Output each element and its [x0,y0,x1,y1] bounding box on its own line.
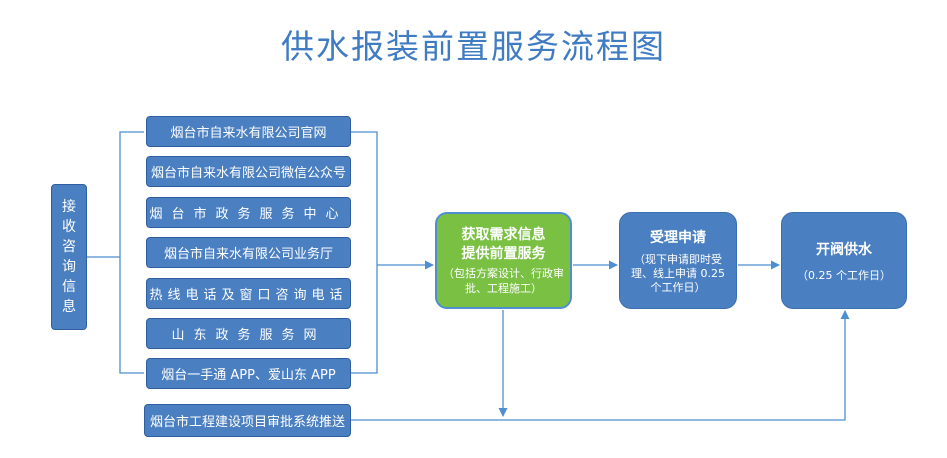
pre-service-line1: 获取需求信息 [461,226,546,243]
pre-service-note: （包括方案设计、行政审批、工程施工） [443,266,564,295]
project-approval-system-box: 烟台市工程建设项目审批系统推送 [144,404,351,437]
open-note: （0.25 个工作日） [797,268,891,282]
open-title: 开阀供水 [816,241,872,258]
pre-service-box: 获取需求信息 提供前置服务 （包括方案设计、行政审批、工程施工） [435,212,572,309]
system-to-open-arrow [351,310,850,421]
accept-title: 受理申请 [650,229,706,246]
source-government-service-center: 烟台市政务服务中心 [146,197,351,228]
accept-application-box: 受理申请 （现下申请即时受理、线上申请 0.25 个工作日） [619,212,737,309]
source-official-website: 烟台市自来水有限公司官网 [146,116,351,147]
left-bracket-line [119,131,144,374]
page-title: 供水报装前置服务流程图 [281,27,666,66]
source-shandong-service-net: 山东政务服务网 [146,318,351,349]
open-valve-box: 开阀供水 （0.25 个工作日） [781,212,907,309]
right-bracket-line [351,131,378,374]
source-wechat-account: 烟台市自来水有限公司微信公众号 [146,156,351,187]
pre-service-line2: 提供前置服务 [461,245,546,262]
accept-note: （现下申请即时受理、线上申请 0.25 个工作日） [631,252,725,294]
intake-box: 接收咨询信息 [51,184,87,330]
source-hotline: 热线电话及窗口咨询电话 [146,278,351,309]
source-business-hall: 烟台市自来水有限公司业务厅 [146,237,351,268]
source-mobile-apps: 烟台一手通 APP、爱山东 APP [146,358,351,389]
